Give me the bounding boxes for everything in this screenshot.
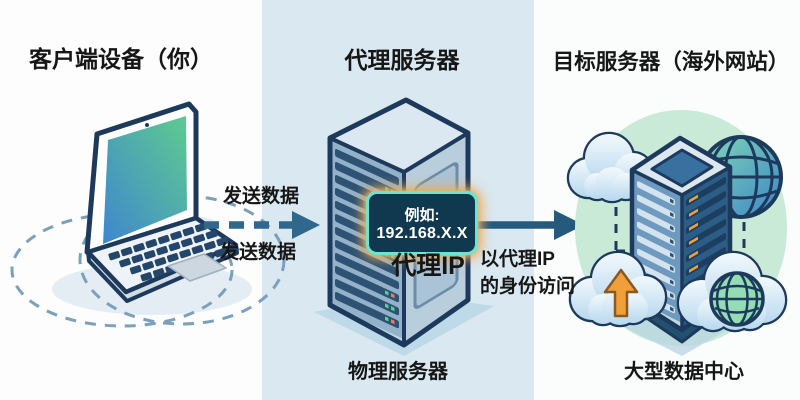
upload-arrow-icon xyxy=(603,268,639,318)
proxy-ip-label: 代理IP xyxy=(391,252,465,280)
datacenter-caption: 大型数据中心 xyxy=(624,361,744,383)
access-label-line1: 以代理IP xyxy=(480,249,555,270)
globe-icon xyxy=(709,271,765,327)
dashed-arrow-icon xyxy=(204,211,320,239)
ip-badge: 例如: 192.168.X.X xyxy=(366,191,478,255)
laptop-icon xyxy=(84,101,239,303)
send-data-label-bottom: 发送数据 xyxy=(219,242,296,263)
cloud-icon xyxy=(566,131,655,204)
client-devices-illustration xyxy=(10,101,286,328)
proxy-title: 代理服务器 xyxy=(344,47,460,73)
send-data-label-top: 发送数据 xyxy=(222,186,299,207)
ip-example-value: 192.168.X.X xyxy=(376,224,468,242)
access-label: 以代理IP 的身份访问 xyxy=(480,246,610,300)
target-title: 目标服务器（海外网站） xyxy=(552,50,790,74)
access-label-line2: 的身份访问 xyxy=(480,276,576,297)
solid-arrow-icon xyxy=(478,210,584,240)
client-title: 客户端设备（你） xyxy=(29,46,213,72)
ip-example-prefix: 例如: xyxy=(404,206,440,224)
physical-server-caption: 物理服务器 xyxy=(348,361,448,383)
datacenter-illustration xyxy=(566,110,788,356)
